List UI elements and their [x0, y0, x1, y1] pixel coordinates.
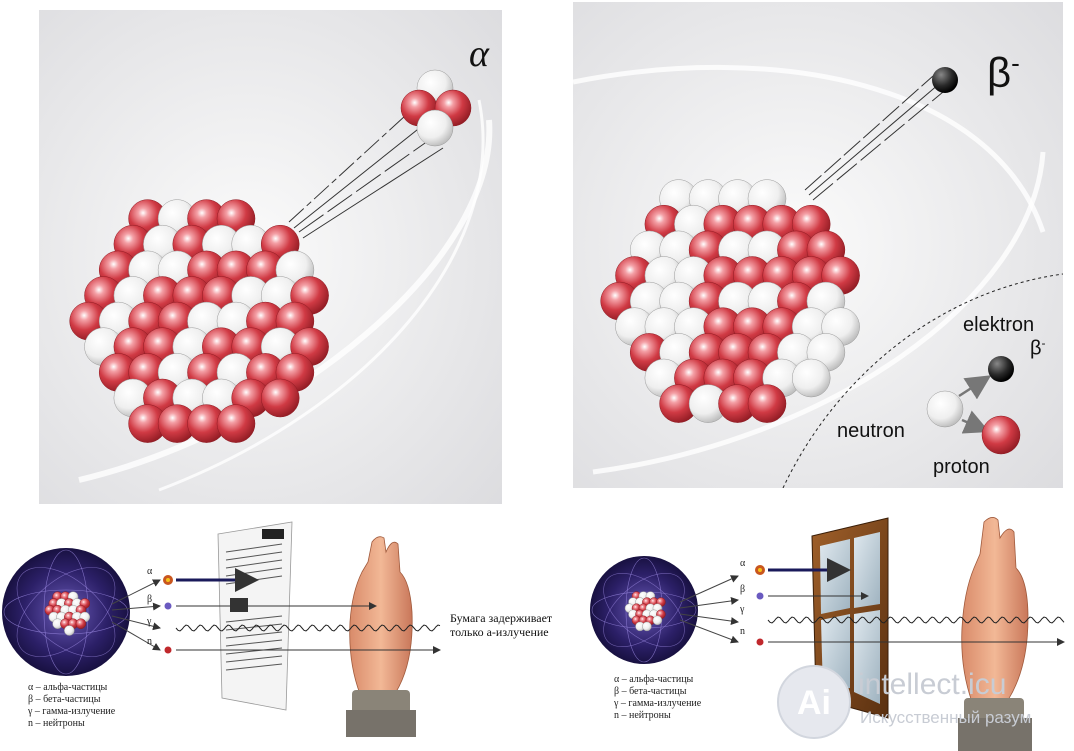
legend-gamma: γ – гамма-излучение	[28, 706, 116, 717]
watermark-logo-icon: Ai	[777, 665, 851, 739]
neutron-tag-2: n	[740, 626, 745, 637]
paper-legend: α – альфа-частицы β – бета-частицы γ – г…	[28, 682, 115, 730]
paper-caption-line2: только а-излучение	[450, 625, 549, 639]
alpha-decay-illustration	[39, 10, 502, 504]
atom-sphere	[2, 548, 130, 676]
neutron-sphere	[926, 390, 964, 428]
legend-neutron: n – нейтроны	[28, 718, 85, 729]
watermark-brand: intellect.icu	[858, 668, 1007, 701]
svg-text:Ai: Ai	[797, 684, 831, 722]
paper-shield-illustration	[0, 512, 570, 737]
watermark-tagline: Искусственный разум	[860, 708, 1032, 727]
neutron-ball	[64, 625, 75, 636]
paper-sheet	[217, 521, 293, 711]
beta-nucleus	[600, 179, 860, 423]
radiation-paths-2	[679, 558, 1065, 646]
paper-caption: Бумага задерживает только а-излучение	[450, 611, 552, 639]
paper-caption-line1: Бумага задерживает	[450, 611, 553, 625]
hand	[346, 536, 416, 737]
alpha-nucleus	[69, 199, 329, 443]
proton-ball	[260, 378, 300, 418]
beta-tag-2: β	[740, 584, 746, 595]
alpha-tag: α	[147, 566, 153, 577]
proton-ball	[216, 404, 256, 443]
alpha-trail	[288, 104, 444, 239]
hand-2	[958, 517, 1032, 751]
window-legend: α – альфа-частицы β – бета-частицы γ – г…	[614, 674, 701, 722]
neutron-ball	[791, 358, 831, 398]
proton-label: proton	[933, 456, 990, 478]
gamma-tag-2: γ	[740, 604, 745, 615]
legend-gamma-2: γ – гамма-излучение	[614, 698, 702, 709]
alpha-tag-2: α	[740, 558, 746, 569]
proton-sphere	[981, 415, 1021, 455]
legend-alpha: α – альфа-частицы	[28, 682, 108, 693]
neutron-label: neutron	[837, 420, 905, 442]
beta-trail	[804, 75, 944, 201]
atom-sphere-2	[590, 556, 698, 664]
legend-alpha-2: α – альфа-частицы	[614, 674, 694, 685]
beta-decay-illustration	[573, 2, 1063, 488]
proton-ball	[747, 384, 787, 423]
neutron-tag: n	[147, 636, 152, 647]
neutron-ball	[652, 615, 663, 626]
alpha-decay-panel: α	[39, 10, 502, 504]
neutron-ball	[642, 621, 652, 632]
beta-electron	[932, 67, 958, 93]
legend-neutron-2: n – нейтроны	[614, 710, 671, 721]
radiation-paths	[111, 568, 441, 654]
electron-beta-label: β-	[1030, 336, 1046, 360]
electron-sphere	[988, 356, 1014, 382]
gamma-tag: γ	[147, 616, 152, 627]
beta-symbol: β-	[987, 48, 1020, 96]
alpha-particle	[400, 69, 472, 147]
legend-beta: β – бета-частицы	[28, 694, 101, 705]
alpha-symbol: α	[469, 33, 489, 75]
neutron-decay-diagram	[926, 356, 1021, 455]
electron-label: elektron	[963, 314, 1035, 336]
legend-beta-2: β – бета-частицы	[614, 686, 687, 697]
proton-ball	[75, 618, 87, 629]
paper-shield-panel: α β γ n Бумага задерживает только а-излу…	[0, 512, 570, 737]
beta-decay-panel: β- elektron β- neutron proton	[573, 2, 1063, 488]
watermark: Ai intellect.icu Искусственный разум	[774, 662, 1064, 746]
beta-tag: β	[147, 594, 153, 605]
